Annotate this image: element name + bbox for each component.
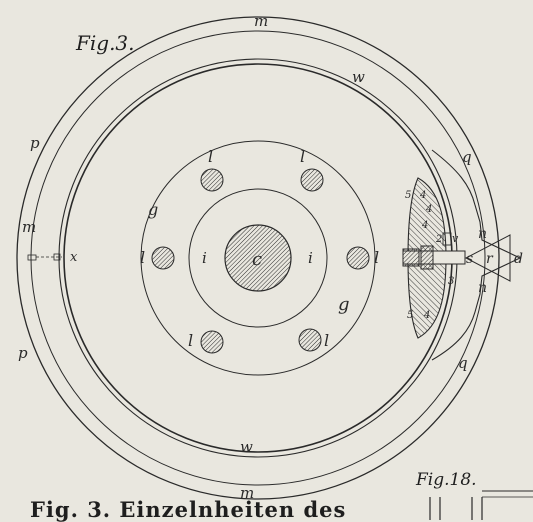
label-x: x: [70, 250, 78, 265]
label-l: l: [208, 147, 213, 166]
label-m-bottom: m: [240, 484, 254, 502]
label-s: s: [466, 251, 473, 267]
bolt-hole: [200, 330, 224, 354]
label-n-top: n: [478, 226, 487, 242]
hub-ring: [188, 188, 328, 328]
plate-caption: Fig. 3. Einzelnheiten des: [30, 497, 347, 522]
label-q-bottom: q: [458, 354, 468, 372]
label-g-left: g: [148, 200, 158, 219]
label-d: d: [514, 251, 523, 267]
label-l: l: [140, 248, 145, 267]
label-4: 4: [419, 190, 426, 201]
label-w-bottom: w: [240, 438, 253, 456]
label-5-top: 5: [405, 190, 411, 201]
bolt-nut: [420, 245, 434, 270]
label-3: 3: [448, 276, 454, 287]
collar-v: [442, 232, 452, 246]
label-v: v: [452, 232, 459, 245]
bolt-hole: [151, 246, 175, 270]
label-i-right: i: [308, 249, 313, 267]
label-4: 4: [423, 310, 430, 321]
label-4: 4: [421, 220, 428, 231]
label-l: l: [374, 248, 379, 267]
bolt-hole: [300, 168, 324, 192]
outer-rim-ring: [16, 16, 500, 500]
marker-slot: [27, 254, 37, 261]
bolt-head: [402, 248, 420, 267]
label-p-bottom: p: [18, 344, 28, 362]
clamp-arm-outline: [431, 149, 522, 361]
figure-label: Fig.3.: [75, 31, 135, 55]
label-r: r: [486, 251, 494, 267]
marker-block: [53, 253, 61, 261]
label-c: c: [252, 249, 262, 270]
label-5-bottom: 5: [407, 310, 413, 321]
label-g-right: g: [338, 294, 350, 315]
label-n-bottom: n: [478, 280, 487, 296]
outer-rim-inner-ring: [30, 30, 486, 486]
label-m-left: m: [22, 218, 36, 236]
label-m-top: m: [254, 12, 268, 30]
axle-center: [224, 224, 292, 292]
clamp-wedge: [464, 234, 511, 282]
bolt-hole: [200, 168, 224, 192]
label-4: 4: [425, 204, 432, 215]
bolt-hole: [298, 328, 322, 352]
label-q-top: q: [462, 148, 472, 166]
label-l: l: [324, 331, 329, 350]
label-p-top: p: [30, 134, 40, 152]
label-l: l: [188, 331, 193, 350]
flange-ring: [140, 140, 376, 376]
label-l: l: [300, 147, 305, 166]
figure-18-label: Fig.18.: [416, 470, 477, 490]
bolt-hole: [346, 246, 370, 270]
label-w-top: w: [352, 68, 365, 86]
label-2: 2: [435, 234, 442, 245]
label-i-left: i: [202, 249, 207, 267]
